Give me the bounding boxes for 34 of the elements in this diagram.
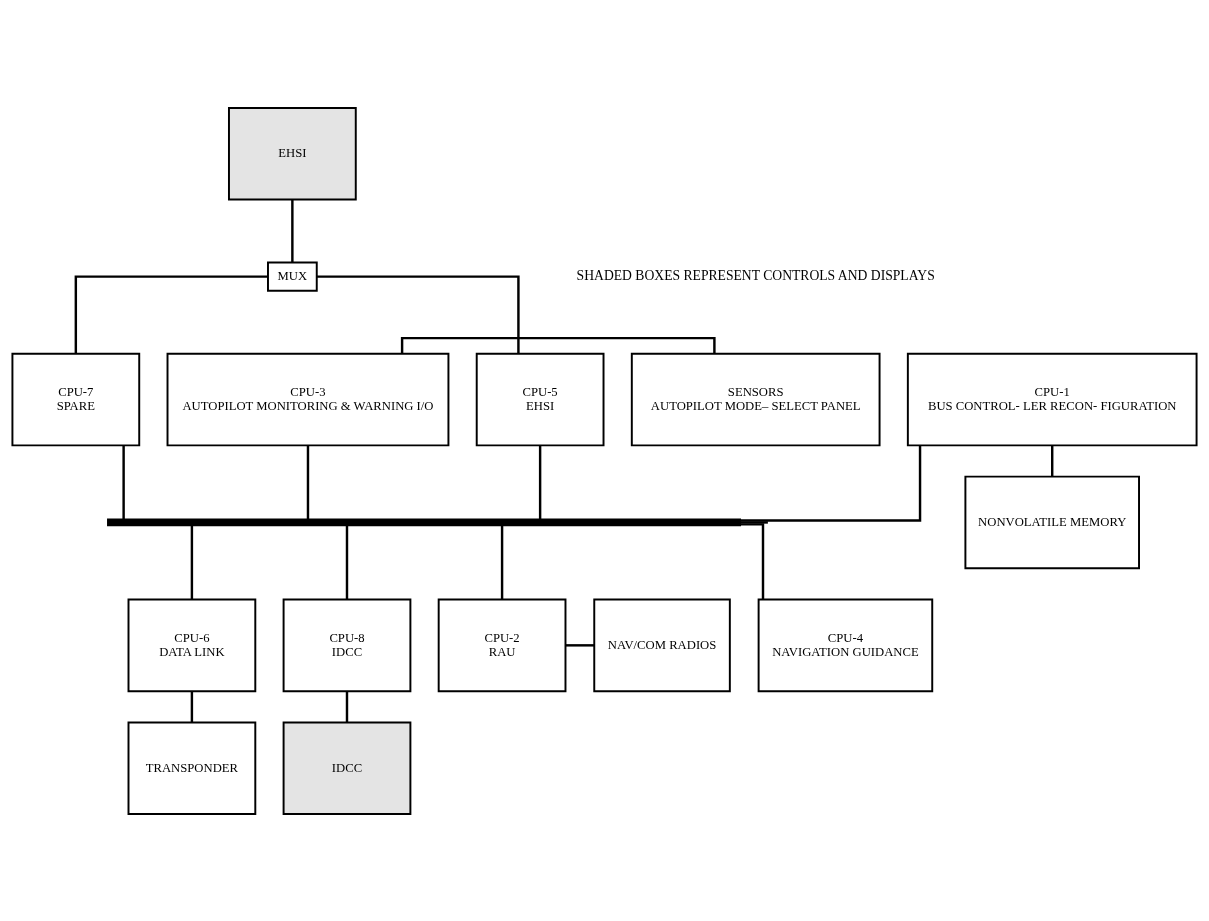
node-box: IDCC (282, 720, 412, 815)
connector (345, 525, 349, 599)
node-box: MUX (267, 261, 318, 292)
connector (740, 522, 765, 599)
node-box: EHSI (228, 106, 357, 201)
connector (538, 445, 542, 519)
connector (740, 520, 768, 524)
connector (345, 690, 349, 722)
connector (291, 199, 294, 262)
connector (565, 643, 595, 647)
node-box: CPU-6 DATA LINK (127, 598, 257, 692)
connector (740, 445, 922, 522)
connector (306, 445, 310, 519)
connector (400, 336, 716, 354)
node-box: CPU-2 RAU (437, 598, 567, 692)
label: SHADED BOXES REPRESENT CONTROLS AND DISPLAYS (576, 267, 935, 283)
connector (190, 525, 194, 599)
node-box: CPU-5 EHSI (475, 352, 605, 446)
connector (74, 274, 268, 353)
node-box: CPU-1 BUS CONTROL- LER RECON- FIGURATION (906, 352, 1198, 446)
node-box: CPU-8 IDCC (282, 598, 412, 692)
node-box: CPU-7 SPARE (11, 352, 141, 446)
connector (1051, 445, 1054, 476)
node-box: SENSORS AUTOPILOT MODE– SELECT PANEL (630, 352, 881, 446)
node-bar (107, 518, 742, 526)
connector (190, 690, 194, 722)
node-box: TRANSPONDER (127, 720, 257, 815)
connector (122, 445, 125, 519)
node-box: NONVOLATILE MEMORY (964, 475, 1140, 569)
connector (500, 525, 504, 599)
node-box: CPU-3 AUTOPILOT MONITORING & WARNING I/O (166, 352, 450, 446)
node-box: NAV/COM RADIOS (593, 598, 731, 692)
node-box: CPU-4 NAVIGATION GUIDANCE (757, 598, 934, 692)
connector (317, 274, 520, 353)
